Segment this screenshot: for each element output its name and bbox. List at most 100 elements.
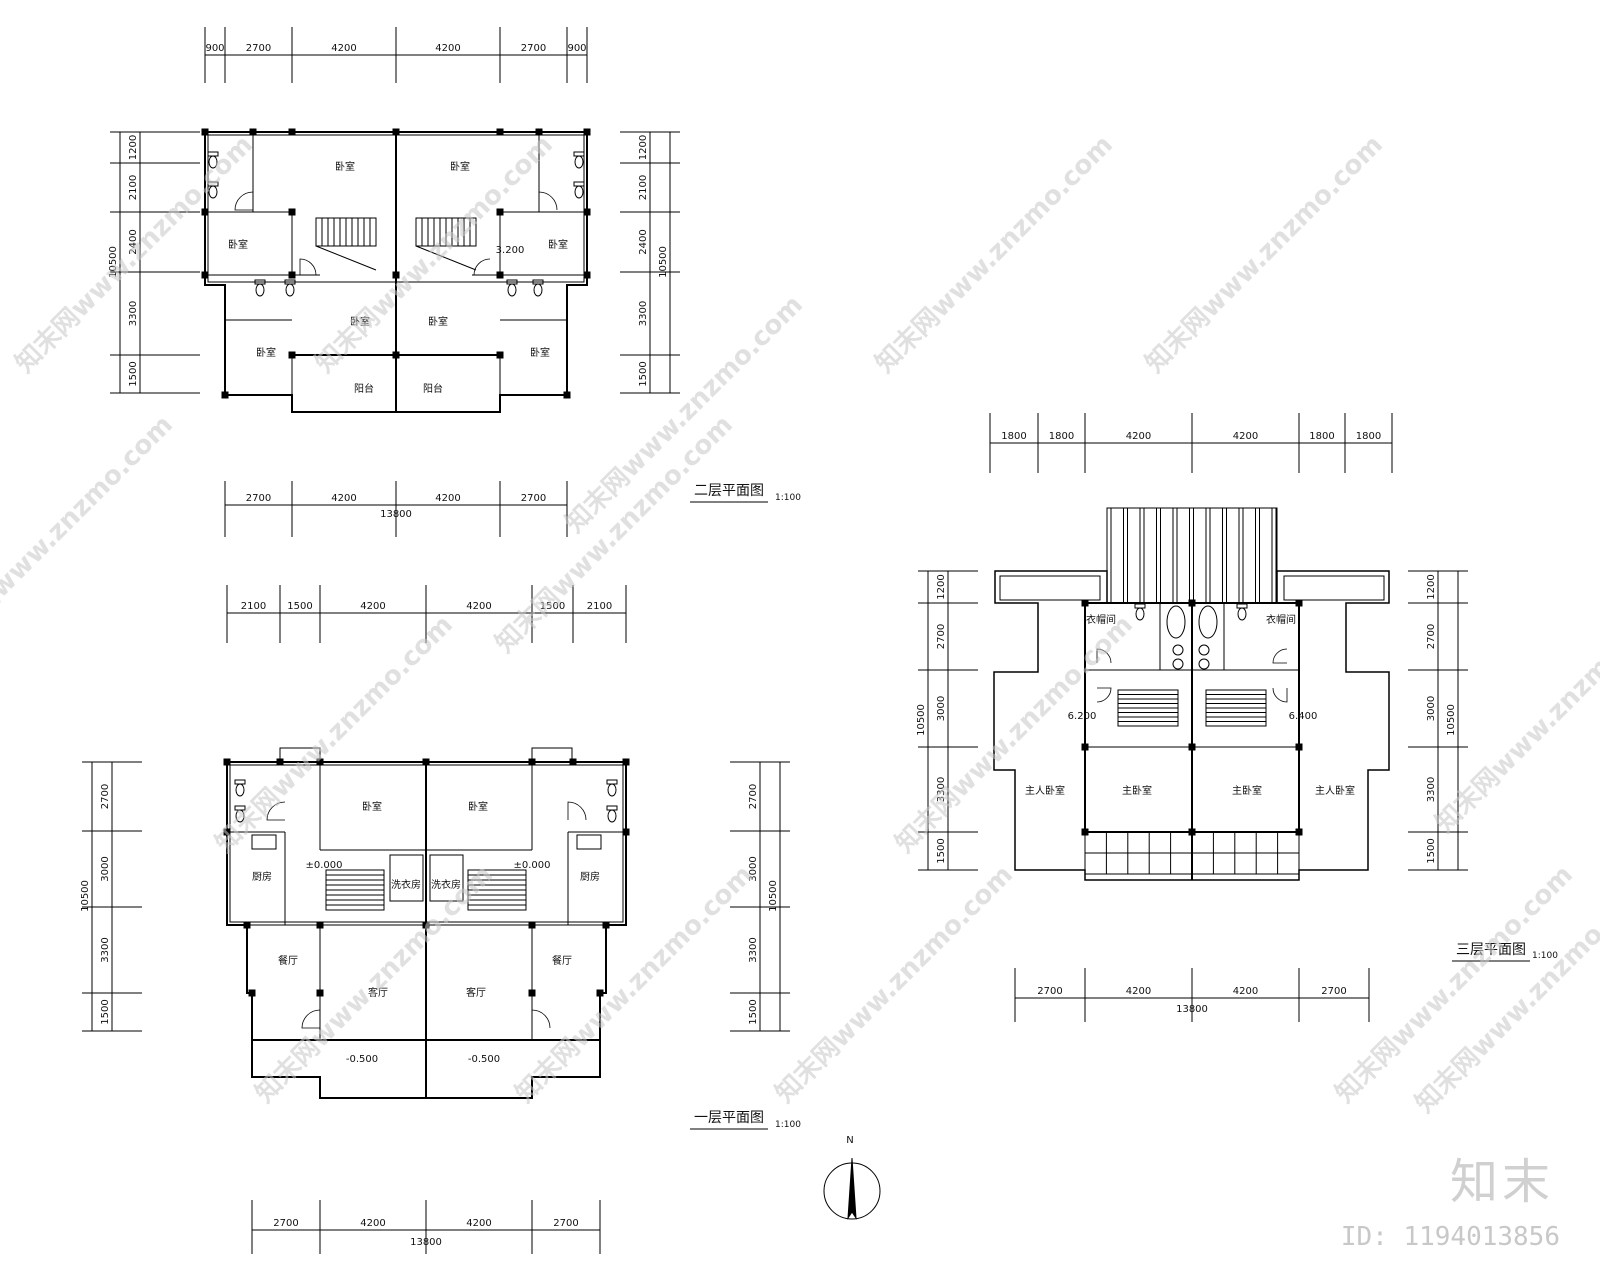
toilet-icon: [1135, 607, 1145, 621]
watermark-text: 知末网www.znzmo.com: [0, 410, 179, 659]
column: [248, 989, 256, 997]
dim-2f-left-label: 2100: [128, 175, 139, 200]
pergola-beam: [1271, 507, 1277, 604]
dim-3f-bottom-label: 4200: [1126, 986, 1151, 997]
dim-1f-top-label: 1500: [287, 601, 312, 612]
column: [583, 271, 591, 279]
column: [528, 989, 536, 997]
elevation-3f: 6.400: [1289, 711, 1318, 722]
dim-2f-left-label: 3300: [128, 301, 139, 326]
dim-1f-right-label: 3000: [748, 856, 759, 881]
watermark-text: 知末网www.znzmo.com: [250, 860, 499, 1109]
dim-1f-total: 13800: [410, 1237, 442, 1248]
toilet-icon: [607, 783, 617, 797]
column: [1188, 599, 1196, 607]
dim-3f-top-label: 1800: [1049, 431, 1074, 442]
elevation-1f: ±0.000: [513, 860, 550, 871]
dim-1f-right-label: 1500: [748, 999, 759, 1024]
watermark-text: 知末网www.znzmo.com: [210, 610, 459, 859]
room-bedroom: 卧室: [548, 238, 568, 251]
dim-2f-bottom-label: 2700: [521, 493, 546, 504]
dim-2f-bottom-label: 4200: [331, 493, 356, 504]
image-id: ID: 1194013856: [1340, 1222, 1560, 1252]
room-living: 客厅: [368, 986, 388, 999]
column: [563, 391, 571, 399]
column: [288, 208, 296, 216]
door-swing: [1272, 648, 1288, 664]
door-swing: [266, 801, 286, 821]
bathtub-icon: [1198, 605, 1218, 639]
dim-2f-top-label: 2700: [521, 43, 546, 54]
dim-2f-top-label: 900: [205, 43, 224, 54]
column: [201, 128, 209, 136]
toilet-tank-icon: [207, 181, 219, 187]
sink-icon: [1172, 658, 1184, 670]
column: [496, 351, 504, 359]
dim-3f-bottom-label: 4200: [1233, 986, 1258, 997]
dim-3f-right-label: 3000: [1426, 696, 1437, 721]
dim-3f-left-total: 10500: [916, 704, 927, 736]
column: [596, 989, 604, 997]
dim-2f-right-label: 3300: [638, 301, 649, 326]
column: [1081, 828, 1089, 836]
toilet-tank-icon: [573, 181, 585, 187]
room-master-bedroom: 主人卧室: [1025, 784, 1065, 797]
column: [1188, 743, 1196, 751]
room-closet: 衣帽间: [1266, 613, 1296, 626]
stair-arrow: [315, 245, 377, 271]
plan-title-1f: 一层平面图: [694, 1110, 764, 1126]
stair-arrow: [415, 245, 477, 271]
toilet-icon: [507, 283, 517, 297]
plan-scale-2f: 1:100: [775, 493, 801, 503]
dim-3f-bottom-label: 2700: [1321, 986, 1346, 997]
dim-1f-left-label: 3000: [100, 856, 111, 881]
column: [392, 351, 400, 359]
toilet-icon: [574, 185, 584, 199]
dim-3f-top-label: 1800: [1309, 431, 1334, 442]
outer-wall-1f: [226, 761, 627, 1099]
room-balcony: 阳台: [423, 382, 443, 395]
door-swing: [1096, 648, 1112, 664]
dim-3f-right-label: 3300: [1426, 777, 1437, 802]
pergola-beam: [1139, 507, 1145, 604]
plan-title-3f: 三层平面图: [1456, 942, 1526, 958]
column: [288, 128, 296, 136]
column: [288, 351, 296, 359]
room-dining: 餐厅: [278, 954, 298, 967]
room-bedroom: 卧室: [350, 315, 370, 328]
plan-scale-1f: 1:100: [775, 1120, 801, 1130]
toilet-tank-icon: [606, 779, 618, 785]
room-laundry: 洗衣房: [391, 878, 421, 891]
dim-1f-top-label: 2100: [241, 601, 266, 612]
brand-logo: 知末: [1449, 1154, 1554, 1210]
column: [602, 921, 610, 929]
watermark-text: 知末网www.znzmo.com: [870, 130, 1119, 379]
dim-1f-right-total: 10500: [768, 880, 779, 912]
dim-2f-left-label: 1500: [128, 361, 139, 386]
compass-north-label: N: [846, 1135, 853, 1146]
room-bedroom: 卧室: [468, 800, 488, 813]
dim-2f-bottom-label: 2700: [246, 493, 271, 504]
column: [422, 921, 430, 929]
door-swing: [1272, 687, 1288, 703]
dim-3f-right-label: 1500: [1426, 838, 1437, 863]
column: [249, 128, 257, 136]
pergola: [1106, 507, 1278, 604]
room-kitchen: 厨房: [580, 870, 600, 883]
room-bedroom: 卧室: [256, 346, 276, 359]
toilet-tank-icon: [606, 805, 618, 811]
column: [622, 828, 630, 836]
room-bedroom: 卧室: [428, 315, 448, 328]
pergola-beam: [1156, 507, 1161, 604]
dim-2f-left-total: 10500: [108, 246, 119, 278]
room-master-bedroom: 主卧室: [1232, 784, 1262, 797]
sink-icon: [1198, 644, 1210, 656]
dim-1f-bottom-label: 2700: [273, 1218, 298, 1229]
room-dining: 餐厅: [552, 954, 572, 967]
column: [528, 758, 536, 766]
dim-1f-bottom-label: 4200: [466, 1218, 491, 1229]
dim-1f-left-label: 3300: [100, 937, 111, 962]
sink-icon: [1198, 658, 1210, 670]
dim-2f-right-label: 2400: [638, 229, 649, 254]
column: [201, 271, 209, 279]
